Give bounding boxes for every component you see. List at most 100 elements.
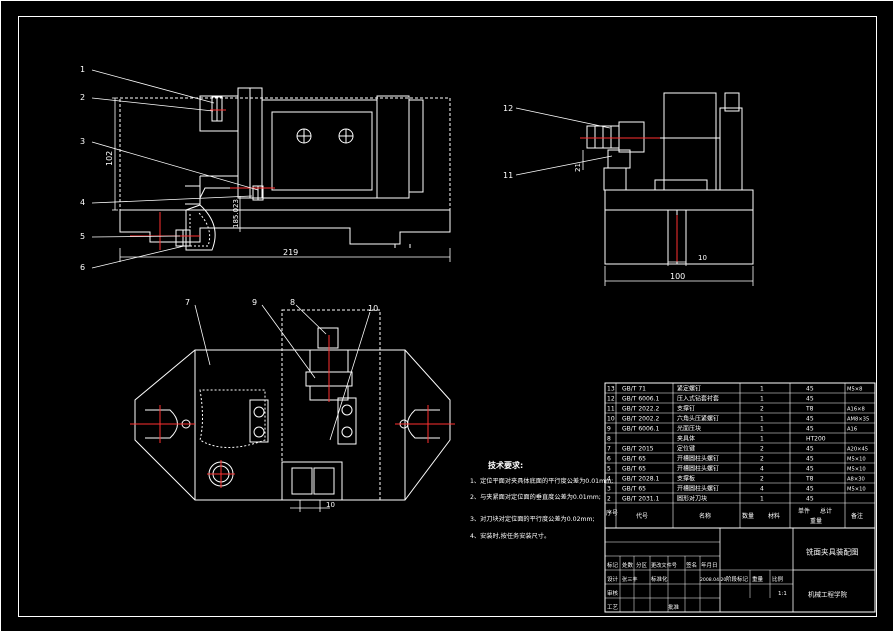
bom-cell-mat: 45 <box>806 396 814 403</box>
dim-front-width: 219 <box>283 248 298 257</box>
bom-cell-note: A16×8 <box>847 407 865 413</box>
tb-scale: 1:1 <box>778 591 787 597</box>
bom-cell-qty: 1 <box>760 436 764 443</box>
bom-cell-qty: 4 <box>760 486 764 493</box>
bom-cell-mat: T8 <box>805 476 814 483</box>
tb-date: 2008.04.20 <box>700 577 726 583</box>
bom-cell-qty: 1 <box>760 416 764 423</box>
tb-label-date: 年月日 <box>701 561 718 569</box>
bom-cell-note: M5×10 <box>847 467 866 473</box>
bom-cell-mat: 45 <box>806 496 814 503</box>
bom-cell-qty: 2 <box>760 406 764 413</box>
tb-label-mark: 标记 <box>607 561 619 569</box>
dim-side-small: 10 <box>698 254 707 262</box>
bom-header-note: 备注 <box>851 512 863 520</box>
bom-cell-qty: 2 <box>760 476 764 483</box>
bom-cell-mat: 45 <box>806 456 814 463</box>
bom-cell-name: 支撑板 <box>677 475 695 483</box>
dim-top-small: 10 <box>326 501 335 509</box>
tb-label-review: 审核 <box>607 589 619 597</box>
callout-9: 9 <box>252 298 257 307</box>
bom-cell-mat: 45 <box>806 416 814 423</box>
bom-cell-name: 紧定螺钉 <box>677 385 701 393</box>
bom-cell-code: GB/T 2022.2 <box>622 406 660 413</box>
bom-cell-name: 定位键 <box>677 445 695 453</box>
bom-cell-mat: 45 <box>806 486 814 493</box>
bom-header-unit: 单件 <box>798 507 810 515</box>
bom-cell-no: 10 <box>607 416 615 423</box>
bom-cell-qty: 1 <box>760 386 764 393</box>
note-line-4: 4、安装时,按任务安装尺寸。 <box>470 532 550 540</box>
bom-header-total: 总计 <box>820 507 832 515</box>
bom-cell-mat: 45 <box>806 426 814 433</box>
callout-10: 10 <box>368 304 378 313</box>
callout-6: 6 <box>80 263 85 272</box>
callout-5: 5 <box>80 232 85 241</box>
callout-1: 1 <box>80 65 85 74</box>
bom-cell-note: M5×10 <box>847 457 866 463</box>
notes-title: 技术要求: <box>488 460 523 470</box>
bom-cell-name: 压入式钻套衬套 <box>677 395 719 403</box>
bom-cell-code: GB/T 65 <box>622 466 646 473</box>
bom-cell-note: A20×45 <box>847 447 868 453</box>
bom-header-weight: 重量 <box>810 517 822 525</box>
bom-cell-note: A8×30 <box>847 477 865 483</box>
bom-cell-code: GB/T 65 <box>622 486 646 493</box>
side-view <box>586 92 754 265</box>
callout-7: 7 <box>185 298 190 307</box>
bom-cell-no: 6 <box>607 456 611 463</box>
tb-label-approve: 批准 <box>668 603 680 611</box>
tb-label-scale: 比例 <box>772 575 784 583</box>
callout-4: 4 <box>80 198 85 207</box>
bom-header-mat: 材料 <box>768 512 780 520</box>
bom-cell-no: 2 <box>607 496 611 503</box>
tb-designer: 张三丰 <box>622 575 638 583</box>
bom-cell-note: AM8×35 <box>847 417 869 423</box>
callout-11: 11 <box>503 171 513 180</box>
callout-8: 8 <box>290 298 295 307</box>
bom-cell-mat: 45 <box>806 466 814 473</box>
callout-2: 2 <box>80 93 85 102</box>
bom-cell-name: 光面压块 <box>677 425 701 433</box>
tb-label-change: 更改文件号 <box>651 561 677 569</box>
top-centerlines <box>130 335 455 488</box>
bom-cell-name: 开槽圆柱头螺钉 <box>677 455 719 463</box>
front-leaders <box>91 69 259 269</box>
top-view <box>134 309 451 501</box>
bom-cell-note: M5×10 <box>847 487 866 493</box>
bom-cell-name: 开槽圆柱头螺钉 <box>677 465 719 473</box>
bom-cell-qty: 1 <box>760 496 764 503</box>
tb-company: 机械工程学院 <box>808 590 848 599</box>
bom-header-name: 名称 <box>699 512 711 520</box>
tb-label-process: 工艺 <box>607 604 619 611</box>
bom-cell-no: 7 <box>607 446 611 453</box>
dim-side-width: 100 <box>670 272 685 281</box>
tb-label-sign: 签名 <box>686 561 697 569</box>
bom-cell-name: 六角头压紧螺钉 <box>677 415 719 423</box>
note-line-1: 1、定位平面对夹具体底面的平行度公差为0.01mm; <box>470 477 613 485</box>
callout-12: 12 <box>503 104 513 113</box>
bom-cell-name: 夹具体 <box>677 435 695 443</box>
bom-cell-name: 支撑钉 <box>677 405 695 413</box>
bom-cell-qty: 1 <box>760 396 764 403</box>
bom-cell-note: A16 <box>847 427 857 433</box>
top-leaders <box>194 304 371 441</box>
front-view <box>119 87 451 251</box>
bom-cell-code: GB/T 2002.2 <box>622 416 660 423</box>
bom-cell-no: 3 <box>607 486 611 493</box>
callout-3: 3 <box>80 137 85 146</box>
dim-front-height: 102 <box>105 151 114 166</box>
bom-cell-no: 5 <box>607 466 611 473</box>
bom-cell-code: GB/T 71 <box>622 386 646 393</box>
bom-cell-qty: 2 <box>760 456 764 463</box>
bom-cell-code: GB/T 2028.1 <box>622 476 660 483</box>
tb-label-standard: 标准化 <box>651 575 668 583</box>
bom-cell-name: 圆形对刀块 <box>677 495 707 503</box>
bom-cell-no: 11 <box>607 406 615 413</box>
bom-cell-qty: 2 <box>760 446 764 453</box>
tb-label-zone: 分区 <box>636 561 648 569</box>
front-dimensions <box>112 97 451 262</box>
note-line-3: 3、对刀块对定位面的平行度公差为0.02mm; <box>470 515 595 523</box>
